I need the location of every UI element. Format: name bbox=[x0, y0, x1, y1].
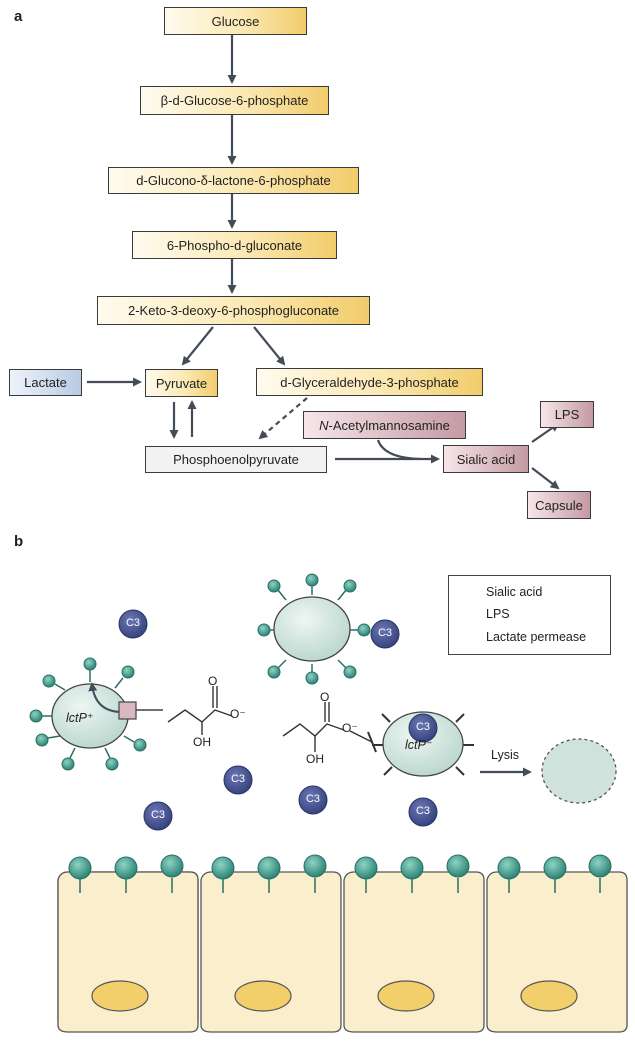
lctp-plus-label: lctP⁺ bbox=[66, 711, 94, 725]
node-lactate: Lactate bbox=[9, 369, 82, 396]
lactate1-oh: OH bbox=[193, 735, 211, 749]
c3-label-bound-bottom: C3 bbox=[415, 805, 431, 817]
panel-label-b: b bbox=[14, 533, 24, 550]
epithelium bbox=[57, 854, 628, 1033]
legend-row-sialic-acid: Sialic acid bbox=[449, 583, 610, 603]
arrow-manac-join bbox=[376, 439, 421, 461]
bacterium-lctp-minus bbox=[372, 711, 474, 827]
lactate-molecule-2 bbox=[282, 702, 345, 752]
arrow-kdpg-to-g3p bbox=[253, 326, 286, 366]
legend: Sialic acid LPS Lactate permease bbox=[448, 575, 611, 655]
c3-bound-top bbox=[408, 713, 438, 743]
node-sialic-acid: Sialic acid bbox=[443, 445, 529, 473]
lctp-minus-label: lctP⁻ bbox=[405, 738, 433, 752]
arrow-sialic-to-capsule bbox=[531, 467, 560, 490]
lactate1-o-minus: O⁻ bbox=[230, 707, 246, 721]
c3-bound-bottom bbox=[408, 797, 438, 827]
arrow-g3p-to-pep-dashed bbox=[258, 397, 308, 440]
lactate1-o: O bbox=[208, 674, 218, 688]
lactate2-oh: OH bbox=[306, 752, 324, 766]
bacterium-sialylated bbox=[257, 573, 371, 685]
lactate-molecule-1 bbox=[167, 686, 233, 735]
node-d-glucono-delta-lactone-6-phosphate: d-Glucono-δ-lactone-6-phosphate bbox=[108, 167, 359, 194]
panel-label-a: a bbox=[14, 8, 23, 25]
legend-row-lactate-permease: Lactate permease bbox=[449, 628, 610, 648]
legend-label-lps: LPS bbox=[486, 607, 510, 621]
node-phosphoenolpyruvate: Phosphoenolpyruvate bbox=[145, 446, 327, 473]
node-n-acetylmannosamine: N-Acetylmannosamine bbox=[303, 411, 466, 439]
node-lps: LPS bbox=[540, 401, 594, 428]
node-capsule: Capsule bbox=[527, 491, 591, 519]
arrow-kdpg-to-pyruvate bbox=[181, 326, 214, 366]
lactate2-o-minus: O⁻ bbox=[342, 721, 358, 735]
c3-label-5: C3 bbox=[305, 793, 321, 805]
c3-label-2: C3 bbox=[377, 627, 393, 639]
node-beta-d-glucose-6-phosphate: β-d-Glucose-6-phosphate bbox=[140, 86, 329, 115]
c3-label-1: C3 bbox=[125, 617, 141, 629]
node-pyruvate: Pyruvate bbox=[145, 369, 218, 397]
node-glucose: Glucose bbox=[164, 7, 307, 35]
lactate2-o: O bbox=[320, 690, 330, 704]
lysed-cell bbox=[541, 738, 617, 804]
node-d-glyceraldehyde-3-phosphate: d-Glyceraldehyde-3-phosphate bbox=[256, 368, 483, 396]
c3-label-4: C3 bbox=[150, 809, 166, 821]
legend-label-lactate-permease: Lactate permease bbox=[486, 630, 587, 644]
legend-label-sialic-acid: Sialic acid bbox=[486, 585, 543, 599]
c3-label-3: C3 bbox=[230, 773, 246, 785]
legend-row-lps: LPS bbox=[449, 605, 610, 625]
c3-label-bound-top: C3 bbox=[415, 721, 431, 733]
lysis-label: Lysis bbox=[491, 748, 520, 762]
bacterium-lctp-plus bbox=[29, 657, 163, 771]
free-c3-group bbox=[118, 609, 400, 831]
node-2-keto-3-deoxy-6-phosphogluconate: 2-Keto-3-deoxy-6-phosphogluconate bbox=[97, 296, 370, 325]
lactate-permease bbox=[118, 701, 137, 720]
node-6-phospho-d-gluconate: 6-Phospho-d-gluconate bbox=[132, 231, 337, 259]
